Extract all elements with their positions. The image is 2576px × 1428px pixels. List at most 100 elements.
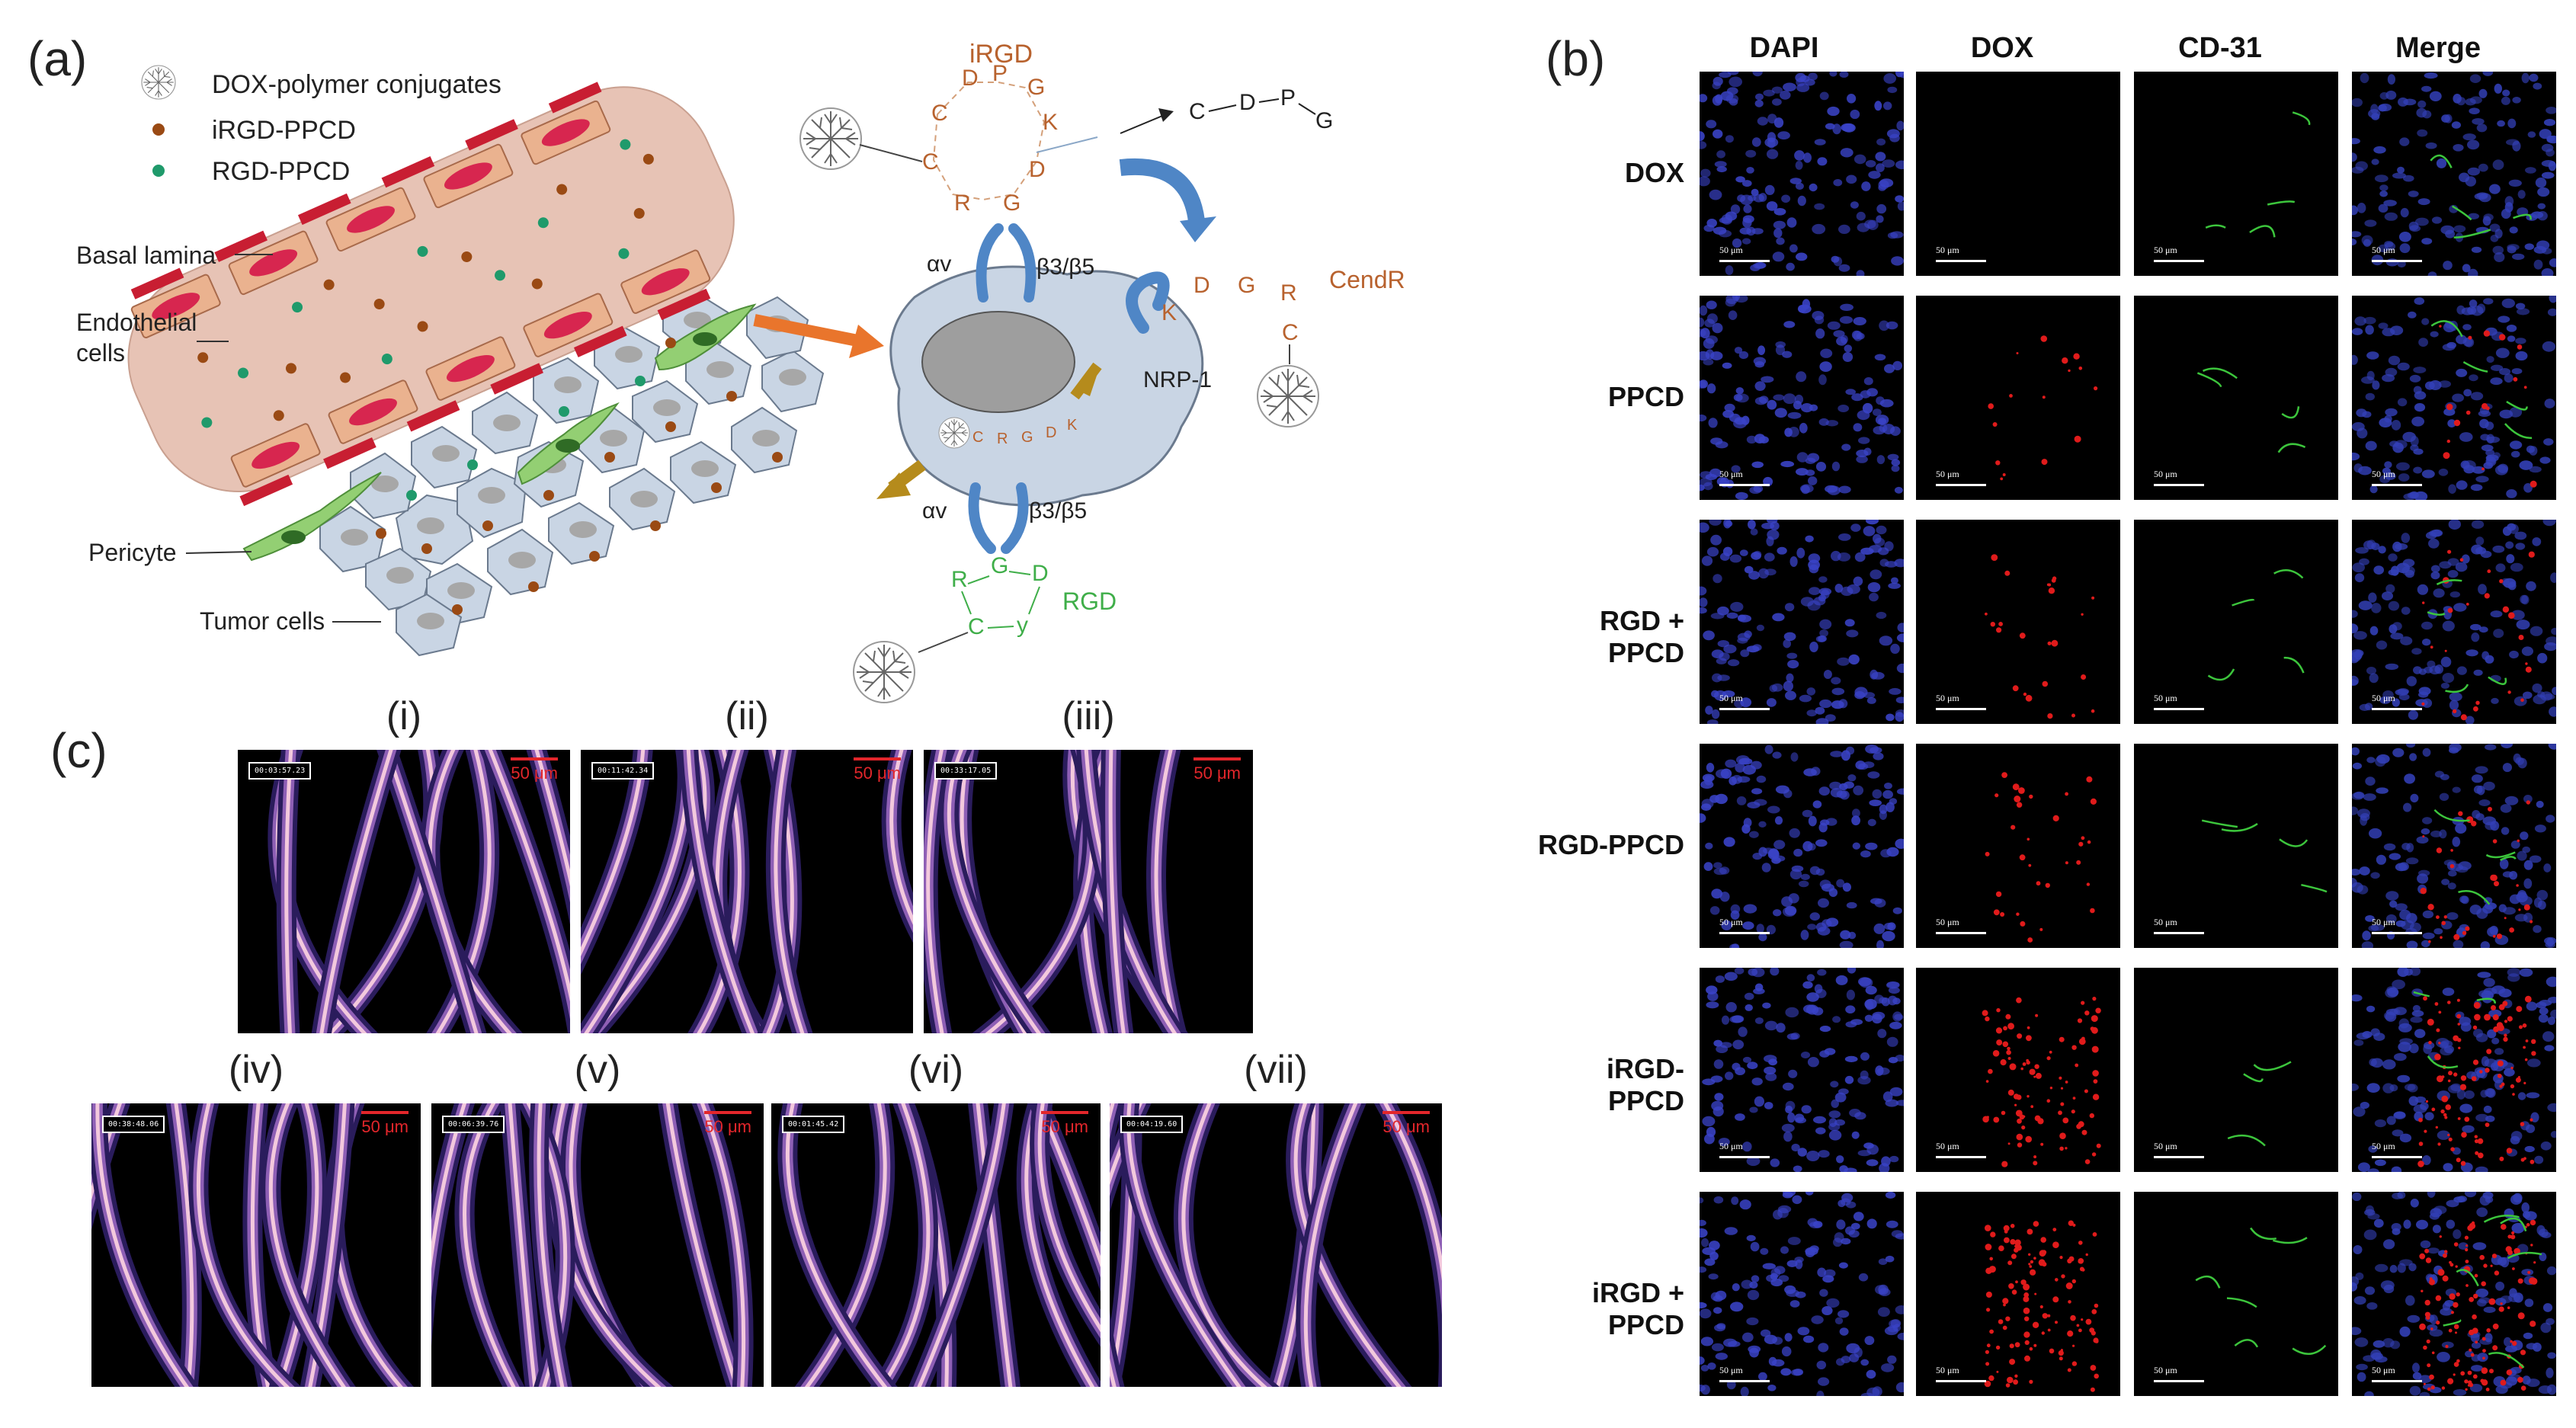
svg-text:C: C xyxy=(1189,99,1206,124)
vessel-image: 00:04:19.60 50 μm xyxy=(1110,1103,1442,1387)
scale-bar-label: 50 μm xyxy=(704,1117,751,1136)
panel-label-a: (a) xyxy=(27,31,88,86)
label-endothelial-1: Endothelial xyxy=(76,309,197,336)
vessel-image-label: (vii) xyxy=(1244,1048,1308,1092)
scale-bar xyxy=(1936,1156,1986,1158)
timestamp: 00:38:48.06 xyxy=(102,1116,165,1133)
scale-bar-label: 50 μm xyxy=(1936,1141,1959,1151)
legend-conjugates: DOX-polymer conjugates xyxy=(212,70,501,99)
scale-bar xyxy=(2154,484,2204,486)
micrograph-dapi: 50 μm xyxy=(1700,72,1904,276)
timestamp: 00:04:19.60 xyxy=(1120,1116,1184,1133)
scale-bar xyxy=(704,1111,751,1114)
row-label: iRGD + PPCD xyxy=(1591,1277,1684,1340)
tumor-nuclei xyxy=(341,312,806,629)
scale-bar-label: 50 μm xyxy=(2372,1141,2395,1151)
svg-text:P: P xyxy=(1280,85,1296,110)
vessel-image-label: (ii) xyxy=(725,694,769,738)
col-header-dox: DOX xyxy=(1970,32,2034,64)
col-header-dapi: DAPI xyxy=(1749,32,1819,64)
svg-text:G: G xyxy=(1238,273,1255,298)
scale-bar xyxy=(2372,708,2422,710)
label-tumor-cells: Tumor cells xyxy=(200,607,325,635)
orange-arrow-icon xyxy=(753,314,884,358)
nrp1-receptor xyxy=(1126,271,1170,334)
svg-text:G: G xyxy=(1315,108,1333,133)
label-endothelial-2: cells xyxy=(76,339,125,367)
svg-text:P: P xyxy=(992,61,1008,86)
scale-bar-label: 50 μm xyxy=(1936,917,1959,927)
integrin-receptor-bottom xyxy=(968,482,1029,554)
micrograph-dox: 50 μm xyxy=(1916,744,2120,948)
panel-label-b: (b) xyxy=(1546,31,1606,86)
scale-bar xyxy=(1383,1111,1430,1114)
vessel-image-label: (v) xyxy=(574,1048,621,1092)
svg-text:K: K xyxy=(1067,417,1078,434)
integrin-receptor-top xyxy=(976,223,1036,303)
legend-irgd-ppcd: iRGD-PPCD xyxy=(212,116,356,145)
scale-bar-label: 50 μm xyxy=(1193,764,1241,783)
svg-text:K: K xyxy=(1161,300,1177,325)
cleaved-fragment: C D P G xyxy=(1189,85,1333,133)
schematic-diagram: DOX-polymer conjugates iRGD-PPCD RGD-PPC… xyxy=(76,40,1405,703)
scale-bar xyxy=(1936,1380,1986,1382)
cendr-dendrimer-icon xyxy=(1257,365,1319,427)
col-header-merge: Merge xyxy=(2395,32,2481,64)
svg-text:D: D xyxy=(1046,424,1056,441)
irgd-peptide-ring: C D P G K D G R C xyxy=(922,61,1058,216)
scale-bar-label: 50 μm xyxy=(2154,245,2177,255)
tumor-cell-mass xyxy=(319,292,825,657)
legend-irgd-dot xyxy=(152,123,165,136)
internal-dendrimer-icon xyxy=(938,417,970,449)
micrograph-cd31: 50 μm xyxy=(2134,72,2338,276)
micrograph-dox: 50 μm xyxy=(1916,72,2120,276)
scale-bar xyxy=(2372,484,2422,486)
legend-dendrimer-icon xyxy=(141,65,176,100)
svg-text:D: D xyxy=(1193,273,1210,298)
panel-label-c: (c) xyxy=(50,723,107,778)
vessel-image-label: (iv) xyxy=(228,1048,284,1092)
label-b3b5-bottom: β3/β5 xyxy=(1029,498,1087,523)
svg-text:R: R xyxy=(1280,280,1297,306)
scale-bar-label: 50 μm xyxy=(361,1117,409,1136)
svg-text:D: D xyxy=(1032,561,1049,586)
micrograph-cd31: 50 μm xyxy=(2134,296,2338,500)
label-cendr: CendR xyxy=(1329,266,1405,293)
micrograph-dapi: 50 μm xyxy=(1700,744,1904,948)
scale-bar xyxy=(1719,1156,1770,1158)
svg-text:y: y xyxy=(1017,613,1028,638)
svg-text:R: R xyxy=(951,567,968,592)
row-label: RGD + PPCD xyxy=(1599,605,1684,668)
brown-arrows-icon xyxy=(876,362,1102,499)
row-label: RGD-PPCD xyxy=(1537,829,1684,860)
scale-bar-label: 50 μm xyxy=(2372,1365,2395,1375)
label-rgd: RGD xyxy=(1062,588,1117,615)
legend-rgd-ppcd: RGD-PPCD xyxy=(212,157,350,186)
micrograph-merge: 50 μm xyxy=(2352,72,2556,276)
micrograph-dox: 50 μm xyxy=(1916,1192,2120,1396)
timestamp: 00:03:57.23 xyxy=(248,762,312,780)
vessel-image-label: (i) xyxy=(386,694,422,738)
label-nrp1: NRP-1 xyxy=(1143,367,1212,392)
micrograph-cd31: 50 μm xyxy=(2134,520,2338,724)
scale-bar-label: 50 μm xyxy=(854,764,901,783)
micrograph-dapi: 50 μm xyxy=(1700,296,1904,500)
col-header-cd31: CD-31 xyxy=(2178,32,2262,64)
rgd-peptide-ring: R G D y C xyxy=(951,553,1049,639)
svg-text:K: K xyxy=(1043,110,1058,135)
scale-bar-label: 50 μm xyxy=(1383,1117,1430,1136)
scale-bar xyxy=(1936,260,1986,262)
micrograph-dapi: 50 μm xyxy=(1700,968,1904,1172)
scale-bar xyxy=(2154,1380,2204,1382)
scale-bar-label: 50 μm xyxy=(1041,1117,1088,1136)
timestamp: 00:33:17.05 xyxy=(934,762,998,780)
micrograph-dox: 50 μm xyxy=(1916,296,2120,500)
micrograph-merge: 50 μm xyxy=(2352,744,2556,948)
scale-bar-label: 50 μm xyxy=(1719,1141,1743,1151)
scale-bar xyxy=(1936,932,1986,934)
scale-bar-label: 50 μm xyxy=(1719,1365,1743,1375)
svg-text:C: C xyxy=(931,101,948,126)
